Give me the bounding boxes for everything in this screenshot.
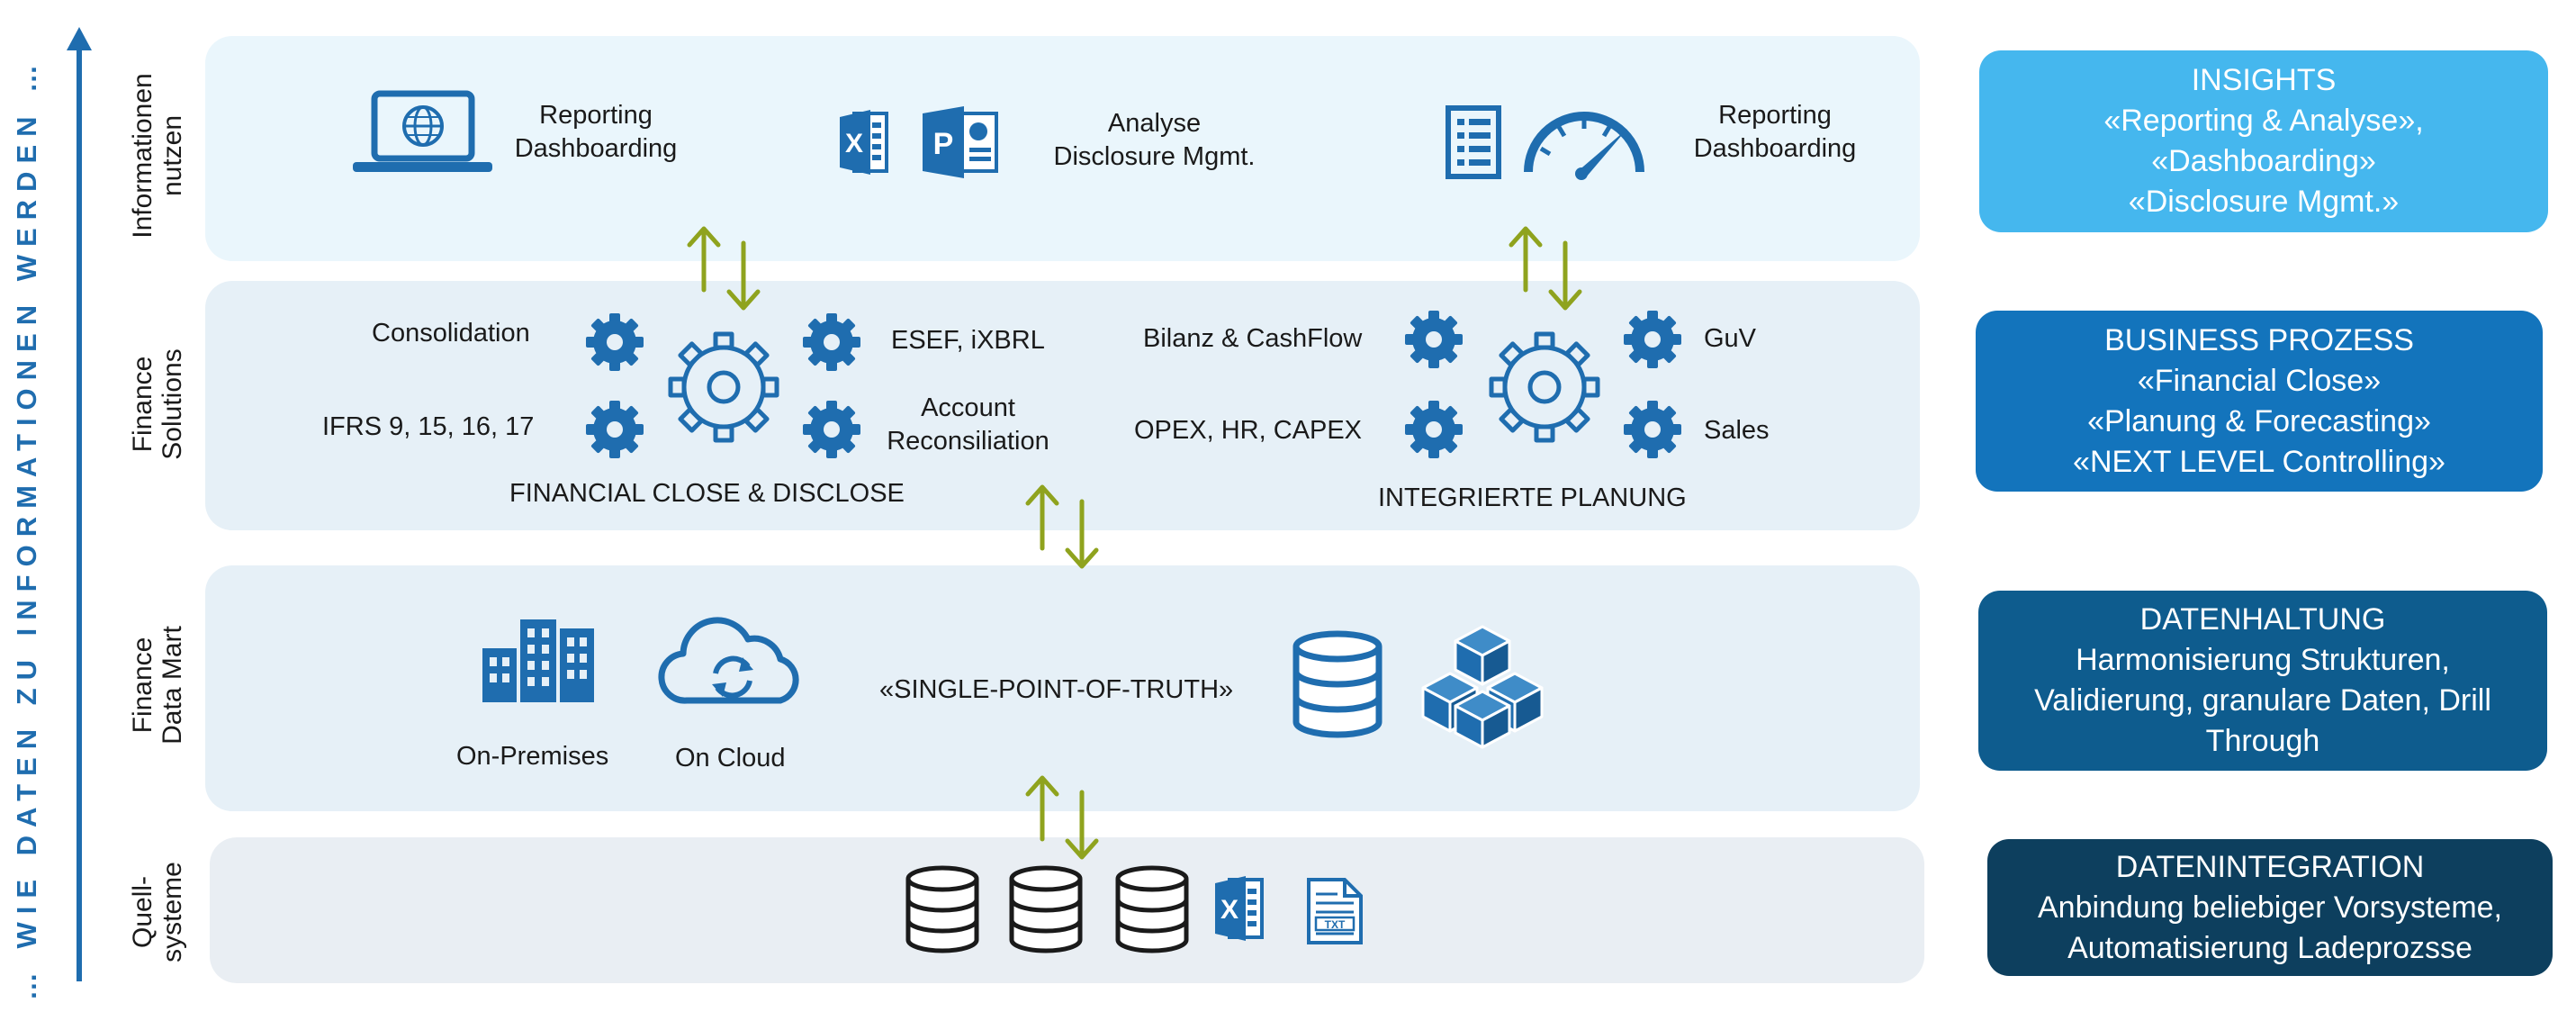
vertical-axis-arrow — [67, 27, 92, 981]
database-icon — [1293, 630, 1383, 738]
label-guv: GuV — [1704, 324, 1757, 353]
planung-title: INTEGRIERTE PLANUNG — [1378, 483, 1687, 512]
excel-icon — [838, 108, 888, 176]
gear-icon — [1405, 401, 1463, 458]
txt-file-icon: TXT — [1307, 878, 1363, 944]
flow-arrows-fc — [704, 223, 767, 313]
excel-icon — [1213, 874, 1264, 943]
label-esef: ESEF, iXBRL — [891, 326, 1045, 355]
side-caption: … WIE DATEN ZU INFORMATIONEN WERDEN … — [11, 56, 42, 1001]
gear-icon — [803, 401, 860, 458]
label-on-cloud: On Cloud — [675, 744, 786, 772]
label-bilanz-cashflow: Bilanz & CashFlow — [1143, 324, 1363, 353]
buildings-icon — [482, 619, 594, 702]
database-icon — [1008, 864, 1084, 954]
label-single-point-of-truth: «SINGLE-POINT-OF-TRUTH» — [879, 675, 1234, 704]
flow-arrows-datamart — [1042, 482, 1105, 581]
flow-arrows-sources — [1042, 772, 1105, 872]
powerpoint-icon: P — [923, 106, 998, 178]
box-business-prozess: BUSINESS PROZESS «Financial Close» «Plan… — [1976, 311, 2543, 492]
gear-icon — [1489, 331, 1600, 443]
cloud-sync-icon — [658, 617, 799, 704]
svg-text:P: P — [933, 127, 954, 161]
gear-icon — [1405, 311, 1463, 368]
cubes-icon — [1421, 625, 1544, 749]
label-consolidation: Consolidation — [372, 319, 530, 348]
report-list-icon — [1446, 105, 1501, 179]
gear-icon — [803, 313, 860, 371]
box-datenhaltung: DATENHALTUNG Harmonisierung Strukturen, … — [1978, 591, 2547, 771]
database-icon — [1114, 864, 1190, 954]
label-on-premises: On-Premises — [456, 742, 609, 771]
gear-icon — [586, 313, 644, 371]
flow-arrows-planung — [1526, 223, 1589, 313]
box-datenintegration: DATENINTEGRATION Anbindung beliebiger Vo… — [1987, 839, 2553, 976]
label-ifrs: IFRS 9, 15, 16, 17 — [322, 412, 535, 441]
laptop-globe-icon — [353, 90, 492, 172]
label-opex: OPEX, HR, CAPEX — [1134, 416, 1363, 445]
gear-icon — [586, 401, 644, 458]
gear-icon — [1624, 401, 1681, 458]
box-insights: INSIGHTS «Reporting & Analyse», «Dashboa… — [1979, 50, 2548, 232]
gear-icon — [1624, 311, 1681, 368]
speedometer-icon — [1524, 112, 1644, 180]
layer-label-quellsysteme: Quell-systeme — [128, 862, 187, 962]
database-icon — [905, 864, 980, 954]
svg-text:TXT: TXT — [1325, 918, 1346, 931]
gear-icon — [668, 331, 779, 443]
financial-close-title: FINANCIAL CLOSE & DISCLOSE — [509, 479, 905, 508]
label-sales: Sales — [1704, 416, 1770, 445]
